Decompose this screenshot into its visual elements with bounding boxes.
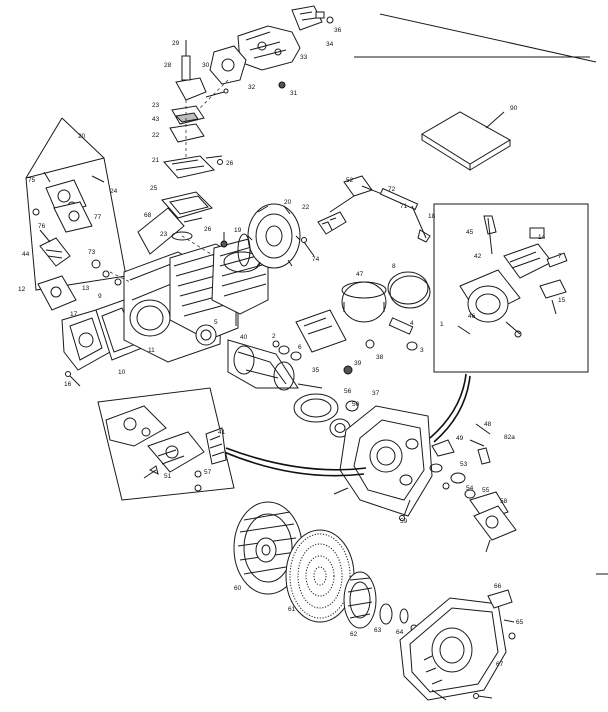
callout-labels: 36 34 29 30 33 28 32 31 23 43 22 21 26 9… (18, 27, 566, 668)
callout: 23 (160, 231, 168, 238)
callout: 52 (346, 177, 354, 184)
callout: 22 (152, 132, 160, 139)
callout: 43 (152, 116, 160, 123)
callout: 20 (284, 199, 292, 206)
callout: 36 (334, 27, 342, 34)
callout: 33 (300, 54, 308, 61)
callout: 51 (164, 473, 172, 480)
callout: 50 (352, 401, 360, 408)
callout: 26 (226, 160, 234, 167)
callout: 24 (110, 188, 118, 195)
callout: 29 (172, 40, 180, 47)
callout: 90 (510, 105, 518, 112)
callout: 55 (482, 487, 490, 494)
callout: 45 (466, 229, 474, 236)
callout: 76 (38, 223, 46, 230)
callout: 2 (272, 333, 276, 340)
callout: 21 (152, 157, 160, 164)
callout: 19 (234, 227, 242, 234)
callout: 13 (82, 285, 90, 292)
callout: 74 (312, 256, 320, 263)
callout: 35 (312, 367, 320, 374)
callout: 37 (372, 390, 380, 397)
frame-lines (354, 13, 608, 575)
callout: 23 (152, 102, 160, 109)
callout: 25 (150, 185, 158, 192)
air-filter-pad (421, 111, 511, 171)
callout: 77 (94, 214, 102, 221)
callout: 56 (344, 388, 352, 395)
callout: 73 (88, 249, 96, 256)
callout: 4 (410, 320, 414, 327)
callout: 17 (70, 311, 78, 318)
callout: 53 (460, 461, 468, 468)
callout: 63 (374, 627, 382, 634)
callout: 34 (326, 41, 334, 48)
callout: 16 (64, 381, 72, 388)
callout: 46 (468, 313, 476, 320)
callout: 40 (240, 334, 248, 341)
callout: 67 (496, 661, 504, 668)
carburetor-assembly (161, 5, 334, 241)
callout: 28 (164, 62, 172, 69)
callout: 10 (118, 369, 126, 376)
callout: 54 (466, 485, 474, 492)
callout: 71 (400, 203, 408, 210)
callout: 31 (290, 90, 298, 97)
callout: 7 (558, 253, 562, 260)
callout: 18 (428, 213, 436, 220)
callout: 82a (504, 434, 515, 441)
oil-pump-inset-box (97, 387, 235, 501)
callout: 1 (440, 321, 444, 328)
callout: 68 (144, 212, 152, 219)
flywheel (233, 501, 303, 595)
callout: 41 (218, 429, 226, 436)
callout: 72 (388, 186, 396, 193)
callout: 15 (558, 297, 566, 304)
callout: 48 (484, 421, 492, 428)
callout: 59 (400, 518, 408, 525)
starter-housing (399, 589, 516, 701)
starter-pulley (343, 571, 418, 632)
ignition-inset-box (433, 203, 589, 373)
callout: 57 (204, 469, 212, 476)
callout: 30 (202, 62, 210, 69)
callout: 22 (302, 204, 310, 211)
assembly-connector-curves (223, 373, 471, 477)
piston-assembly (227, 271, 431, 438)
callout: 65 (516, 619, 524, 626)
callout: 44 (22, 251, 30, 258)
callout: 42 (474, 253, 482, 260)
flywheel-screen (285, 529, 355, 623)
callout: 60 (234, 585, 242, 592)
callout: 11 (148, 347, 155, 354)
callout: 66 (494, 583, 502, 590)
callout: 38 (376, 354, 384, 361)
callout: 26 (204, 226, 212, 233)
left-side-parts (37, 229, 143, 387)
callout: 9 (98, 293, 102, 300)
callout: 3 (420, 347, 424, 354)
callout: 20 (78, 133, 86, 140)
callout: 12 (18, 286, 26, 293)
callout: 8 (392, 263, 396, 270)
callout: 64 (396, 629, 404, 636)
callout: 62 (350, 631, 358, 638)
callout: 5 (214, 319, 218, 326)
callout: 39 (354, 360, 362, 367)
callout: 58 (500, 498, 508, 505)
callout: 49 (456, 435, 464, 442)
callout: 32 (248, 84, 256, 91)
callout: 6 (298, 344, 302, 351)
callout: 75 (28, 177, 36, 184)
intake-inset-box (25, 117, 127, 291)
callout: 47 (356, 271, 364, 278)
fan-housing-plate (237, 175, 431, 269)
callout: 61 (288, 606, 296, 613)
callout: 14 (538, 234, 546, 241)
